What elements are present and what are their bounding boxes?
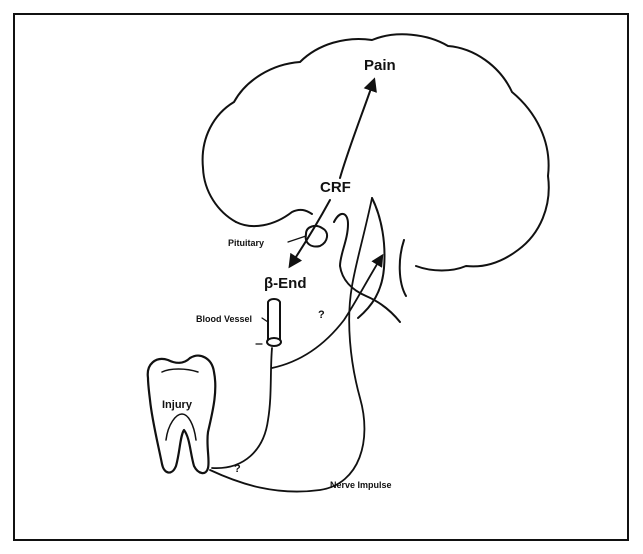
- figure-border: [14, 14, 628, 540]
- question-mark-lower: ?: [234, 463, 241, 475]
- blood-vessel: [268, 299, 280, 340]
- brain-inner-contour: [236, 210, 312, 226]
- crf-to-pain-arrow: [340, 80, 374, 178]
- pain-label: Pain: [364, 57, 396, 74]
- tooth-to-vessel-line: [212, 348, 272, 468]
- pituitary-stalk: [334, 214, 400, 322]
- brainstem-right-edge: [400, 240, 406, 296]
- pituitary-leader-line: [288, 236, 306, 242]
- blood-vessel-opening: [267, 338, 281, 346]
- nerve-impulse-label: Nerve Impulse: [330, 480, 392, 490]
- crf-label: CRF: [320, 179, 351, 196]
- blood-vessel-label: Blood Vessel: [196, 314, 252, 324]
- question-mark-upper: ?: [318, 309, 325, 321]
- injury-label: Injury: [162, 399, 193, 411]
- pituitary-label: Pituitary: [228, 238, 264, 248]
- beta-end-label: β-End: [264, 275, 306, 292]
